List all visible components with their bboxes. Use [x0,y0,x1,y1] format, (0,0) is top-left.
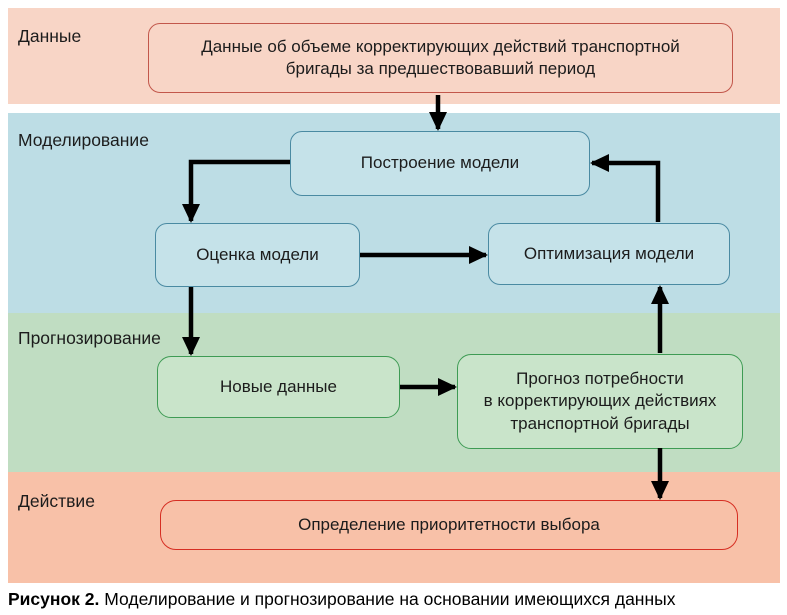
node-source-data: Данные об объеме корректирующих действий… [148,23,733,93]
band-label-forecasting: Прогнозирование [18,328,161,348]
node-optimize-model: Оптимизация модели [488,223,730,285]
band-label-data: Данные [18,26,82,46]
node-new-data: Новые данные [157,356,400,418]
node-build-model: Построение модели [290,131,590,196]
figure-caption-text: Моделирование и прогнозирование на основ… [99,589,676,609]
node-prioritize: Определение приоритетности выбора [160,500,738,550]
node-forecast: Прогноз потребности в корректирующих дей… [457,354,743,449]
node-evaluate-model: Оценка модели [155,223,360,287]
figure-caption-number: Рисунок 2. [8,589,100,609]
figure-caption: Рисунок 2. Моделирование и прогнозирован… [8,589,780,610]
band-label-modeling: Моделирование [18,130,149,150]
band-label-action: Действие [18,491,95,511]
